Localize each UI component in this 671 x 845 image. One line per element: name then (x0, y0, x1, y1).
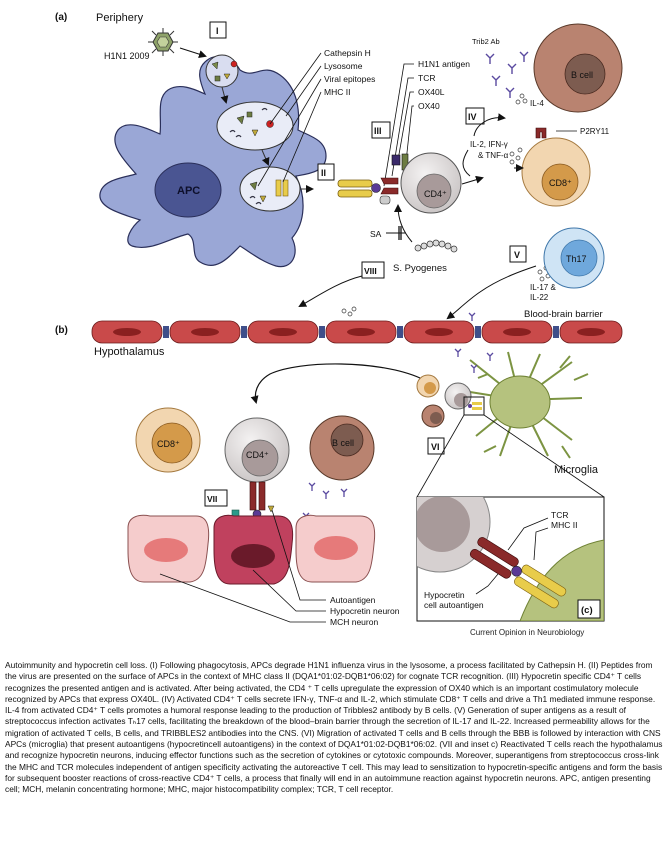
step-box-VI: VI (427, 437, 445, 455)
step-box-I: I (209, 21, 227, 39)
microglia-cell (469, 351, 589, 459)
mch-neuron-label: MCH neuron (330, 617, 378, 627)
inset-autoantigen-label-2: cell autoantigen (424, 600, 484, 610)
phagosome (205, 54, 239, 88)
figure-caption: Autoimmunity and hypocretin cell loss. (… (5, 660, 663, 795)
svg-text:II: II (321, 168, 326, 178)
svg-text:III: III (374, 126, 382, 136)
p2ry11-label: P2RY11 (580, 127, 610, 136)
tcell-legend: H1N1 antigen TCR OX40L OX40 (383, 59, 470, 187)
h1n1-virus-icon (148, 28, 178, 56)
figure: (a) Periphery H1N1 2009 APC (55, 12, 623, 627)
inset-mhc-label: MHC II (551, 520, 577, 530)
viral-fragments-icon (211, 60, 238, 82)
inset-marker (463, 396, 485, 416)
bcell-label-b: B cell (332, 438, 354, 448)
apc-label: APC (177, 185, 200, 197)
mhc-loading-contents-icon (249, 179, 289, 205)
mhc-tcr-synapse-a (337, 153, 409, 205)
hypothalamus-label: Hypothalamus (94, 346, 165, 358)
antibodies-bbb-icon (454, 312, 494, 373)
hypocretin-neuron-label: Hypocretin neuron (330, 606, 400, 616)
panel-a-tag: (a) (55, 12, 67, 23)
step-box-VII: VII (204, 489, 228, 507)
il17-label-1: IL-17 & (530, 283, 556, 292)
panel-c-tag-box: (c) (577, 599, 601, 619)
microglia-label: Microglia (554, 464, 599, 476)
small-synapse-icon (468, 402, 482, 410)
lysosome-vesicle (216, 101, 294, 151)
svg-text:I: I (216, 26, 219, 36)
il4-label: IL-4 (530, 99, 544, 108)
svg-text:VIII: VIII (364, 266, 377, 276)
step-box-V: V (509, 245, 527, 263)
legend-cathepsin-h: Cathepsin H (324, 48, 371, 58)
step-box-III: III (371, 121, 391, 139)
h1n1-label: H1N1 2009 (104, 51, 150, 61)
sa-label: SA (370, 229, 382, 239)
cd4-tcr-b (231, 481, 275, 519)
inset-panel-c (416, 414, 605, 622)
blood-brain-barrier (91, 320, 623, 344)
cytokines-label-1: IL-2, IFN-γ (470, 140, 508, 149)
s-pyogenes-icon (414, 239, 458, 253)
svg-text:VII: VII (207, 494, 217, 504)
legend-ox40: OX40 (418, 101, 440, 111)
panel-c-tag: (c) (581, 605, 593, 616)
mhc-loading-vesicle (239, 166, 301, 212)
panel-b-tag: (b) (55, 325, 68, 336)
bcell-label-a: B cell (571, 70, 593, 80)
cd4-label-a: CD4⁺ (424, 189, 447, 199)
legend-ox40l: OX40L (418, 87, 445, 97)
step-box-II: II (317, 163, 335, 181)
legend-tcr: TCR (418, 73, 435, 83)
svg-text:IV: IV (468, 112, 477, 122)
th17-label: Th17 (566, 254, 587, 264)
legend-viral-epitopes: Viral epitopes (324, 74, 375, 84)
svg-text:V: V (514, 250, 520, 260)
cd8-label-b: CD8⁺ (157, 439, 180, 449)
il17-label-2: IL-22 (530, 293, 549, 302)
s-pyogenes-label: S. Pyogenes (393, 263, 447, 274)
apc-nucleus (154, 162, 222, 218)
cd8-label-a: CD8⁺ (549, 178, 572, 188)
periphery-label: Periphery (96, 12, 144, 24)
step-box-IV: IV (465, 107, 485, 125)
cytokines-label-2: & TNF-α (478, 151, 509, 160)
step-box-VIII: VIII (361, 261, 385, 279)
autoantigen-label: Autoantigen (330, 595, 376, 605)
svg-text:VI: VI (431, 442, 440, 452)
inset-tcr-label: TCR (551, 510, 568, 520)
cd4-label-b: CD4⁺ (246, 450, 269, 460)
legend-mhc-ii: MHC II (324, 87, 350, 97)
trib2-ab-label: Trib2 Ab (472, 37, 500, 46)
p2ry11-receptor-icon (535, 127, 547, 139)
superantigen-icon (386, 226, 406, 240)
apc-legend: Cathepsin H Lysosome Viral epitopes MHC … (257, 48, 375, 187)
figure-credit: Current Opinion in Neurobiology (470, 628, 585, 637)
bbb-label: Blood-brain barrier (524, 309, 603, 320)
legend-lysosome: Lysosome (324, 61, 363, 71)
inset-autoantigen-label-1: Hypocretin (424, 590, 465, 600)
trib2-antibody-icons (485, 51, 529, 98)
apc-cell (99, 55, 327, 268)
legend-h1n1-antigen: H1N1 antigen (418, 59, 470, 69)
